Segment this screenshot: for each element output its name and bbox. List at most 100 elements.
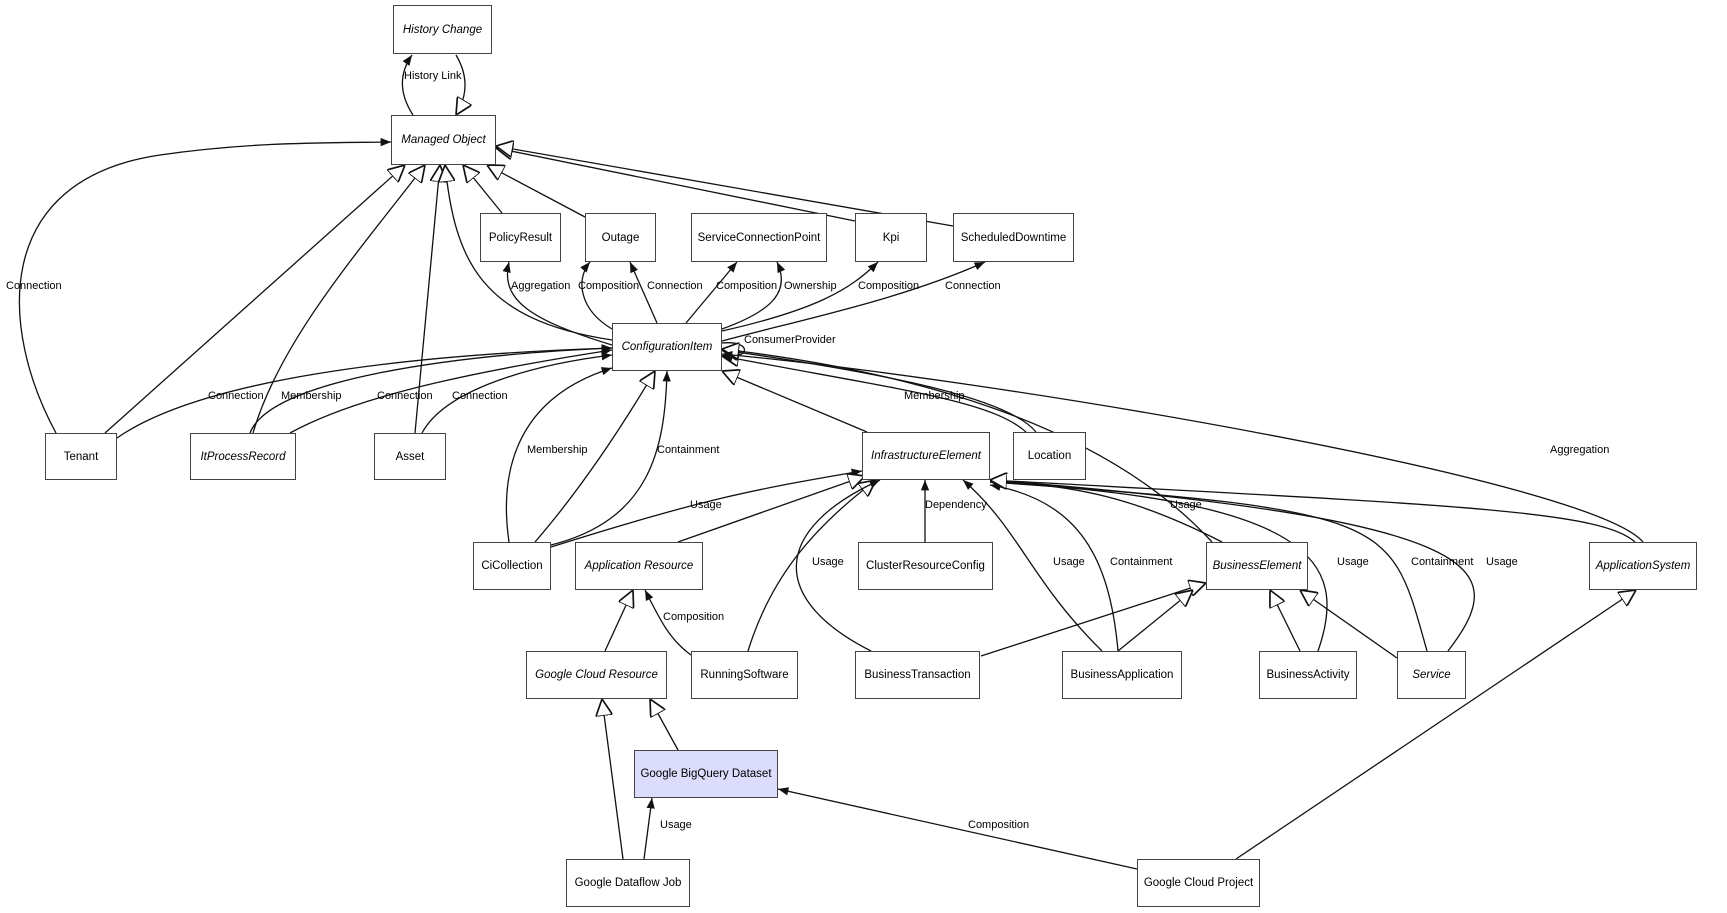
association-edge	[721, 261, 786, 330]
edge-label: Connection	[647, 280, 703, 292]
association-edge	[989, 482, 1119, 652]
class-node-label: Managed Object	[401, 134, 486, 146]
class-node-service-connection-point[interactable]: ServiceConnectionPoint	[691, 213, 827, 262]
edge-label: ConsumerProvider	[744, 334, 836, 346]
class-node-label: Google Cloud Project	[1143, 877, 1254, 889]
class-node-label: Application Resource	[584, 560, 694, 572]
class-node-outage[interactable]: Outage	[585, 213, 656, 262]
class-node-google-bigquery-dataset[interactable]: Google BigQuery Dataset	[634, 750, 778, 798]
edge-label: Usage	[690, 499, 722, 511]
edge-label: Composition	[716, 280, 778, 292]
inheritance-edge	[496, 148, 856, 222]
class-node-label: CiCollection	[481, 560, 543, 572]
class-node-service[interactable]: Service	[1397, 651, 1466, 699]
class-node-infrastructure-element[interactable]: InfrastructureElement	[862, 432, 990, 480]
edge-label: Connection	[208, 390, 264, 402]
class-node-policy-result[interactable]: PolicyResult	[480, 213, 561, 262]
class-node-label: BusinessActivity	[1266, 669, 1350, 681]
class-node-scheduled-downtime[interactable]: ScheduledDowntime	[953, 213, 1074, 262]
edge-label: Usage	[1170, 499, 1202, 511]
association-edge	[421, 352, 613, 434]
class-node-label: Tenant	[63, 450, 99, 463]
association-edge	[550, 370, 671, 546]
class-node-label: PolicyResult	[488, 231, 553, 244]
class-node-business-activity[interactable]: BusinessActivity	[1259, 651, 1357, 699]
association-edge	[643, 797, 655, 860]
edge-label: Connection	[6, 280, 62, 292]
inheritance-edge	[445, 165, 613, 341]
association-edge	[989, 478, 1328, 652]
class-node-label: Asset	[395, 450, 425, 463]
class-node-label: BusinessApplication	[1070, 669, 1174, 681]
inheritance-edge	[1117, 590, 1193, 652]
class-node-label: ConfigurationItem	[621, 341, 713, 353]
inheritance-edge	[677, 476, 865, 543]
inheritance-edge	[252, 165, 425, 434]
class-node-label: ScheduledDowntime	[960, 231, 1067, 244]
association-edge	[580, 261, 613, 330]
association-edge	[721, 350, 1644, 543]
association-edge	[289, 347, 613, 434]
edge-label: Membership	[281, 390, 342, 402]
association-edge	[502, 261, 613, 346]
class-node-application-resource[interactable]: Application Resource	[575, 542, 703, 590]
class-node-label: History Change	[402, 23, 483, 36]
edge-label: Dependency	[925, 499, 987, 511]
class-node-label: ClusterResourceConfig	[866, 560, 985, 572]
association-edge	[505, 367, 613, 543]
edge-label: Usage	[812, 556, 844, 568]
class-node-label: Outage	[601, 231, 640, 244]
edge-label: Usage	[660, 819, 692, 831]
inheritance-edge	[604, 590, 633, 652]
class-node-google-cloud-project[interactable]: Google Cloud Project	[1137, 859, 1260, 907]
edge-label: Connection	[452, 390, 508, 402]
edge-label: Composition	[858, 280, 920, 292]
inheritance-edge	[722, 371, 868, 433]
edge-label: Usage	[1486, 556, 1518, 568]
class-node-label: Service	[1412, 669, 1451, 681]
association-edge	[989, 476, 1475, 652]
association-edge	[116, 344, 613, 439]
class-node-managed-object[interactable]: Managed Object	[391, 115, 496, 165]
association-edge	[795, 479, 881, 652]
class-node-configuration-item[interactable]: ConfigurationItem	[612, 323, 722, 371]
class-node-google-dataflow-job[interactable]: Google Dataflow Job	[566, 859, 690, 907]
class-node-asset[interactable]: Asset	[374, 433, 446, 480]
edge-label: Connection	[945, 280, 1001, 292]
class-node-label: InfrastructureElement	[871, 450, 981, 462]
class-node-kpi[interactable]: Kpi	[855, 213, 927, 262]
association-edge	[777, 787, 1138, 870]
edge-label: Usage	[1053, 556, 1085, 568]
class-node-google-cloud-resource[interactable]: Google Cloud Resource	[526, 651, 667, 699]
class-node-label: ApplicationSystem	[1595, 560, 1691, 572]
class-node-it-process-record[interactable]: ItProcessRecord	[190, 433, 296, 480]
inheritance-edge	[104, 165, 405, 434]
association-edge	[644, 589, 692, 656]
class-node-label: Google BigQuery Dataset	[640, 768, 772, 780]
inheritance-edge	[496, 146, 954, 227]
inheritance-edge	[1235, 590, 1636, 860]
edge-label: Ownership	[784, 280, 837, 292]
class-node-history-change[interactable]: History Change	[393, 5, 492, 54]
edge-label: Membership	[904, 390, 965, 402]
association-edge	[685, 261, 738, 324]
edge-label: Aggregation	[1550, 444, 1610, 456]
class-node-business-element[interactable]: BusinessElement	[1206, 542, 1308, 590]
association-edge	[629, 261, 658, 324]
class-node-location[interactable]: Location	[1013, 432, 1086, 480]
class-node-running-software[interactable]: RunningSoftware	[691, 651, 798, 699]
class-node-label: RunningSoftware	[700, 669, 789, 681]
association-edge	[721, 261, 986, 342]
class-node-label: BusinessElement	[1212, 560, 1302, 572]
edge-label: Aggregation	[511, 280, 571, 292]
edge-label: Containment	[1110, 556, 1173, 568]
class-node-tenant[interactable]: Tenant	[45, 433, 117, 480]
inheritance-edge	[1270, 590, 1301, 652]
class-node-cluster-resource-config[interactable]: ClusterResourceConfig	[858, 542, 993, 590]
class-node-ci-collection[interactable]: CiCollection	[473, 542, 551, 590]
class-node-business-transaction[interactable]: BusinessTransaction	[855, 651, 980, 699]
class-node-business-application[interactable]: BusinessApplication	[1062, 651, 1182, 699]
edge-label: Composition	[663, 611, 725, 623]
class-node-application-system[interactable]: ApplicationSystem	[1589, 542, 1697, 590]
association-edge	[18, 137, 392, 434]
